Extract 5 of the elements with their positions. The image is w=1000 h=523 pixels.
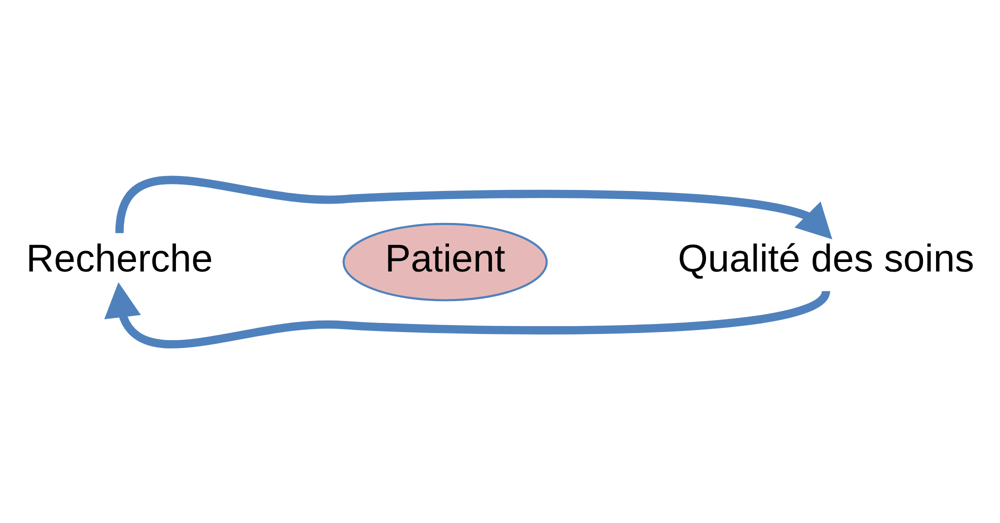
node-text: Qualité des soins bbox=[678, 237, 974, 280]
node-ellipse: Patient bbox=[342, 222, 548, 301]
arrow bbox=[115, 176, 832, 239]
arrow bbox=[104, 282, 830, 348]
node-text: Recherche bbox=[26, 237, 213, 280]
